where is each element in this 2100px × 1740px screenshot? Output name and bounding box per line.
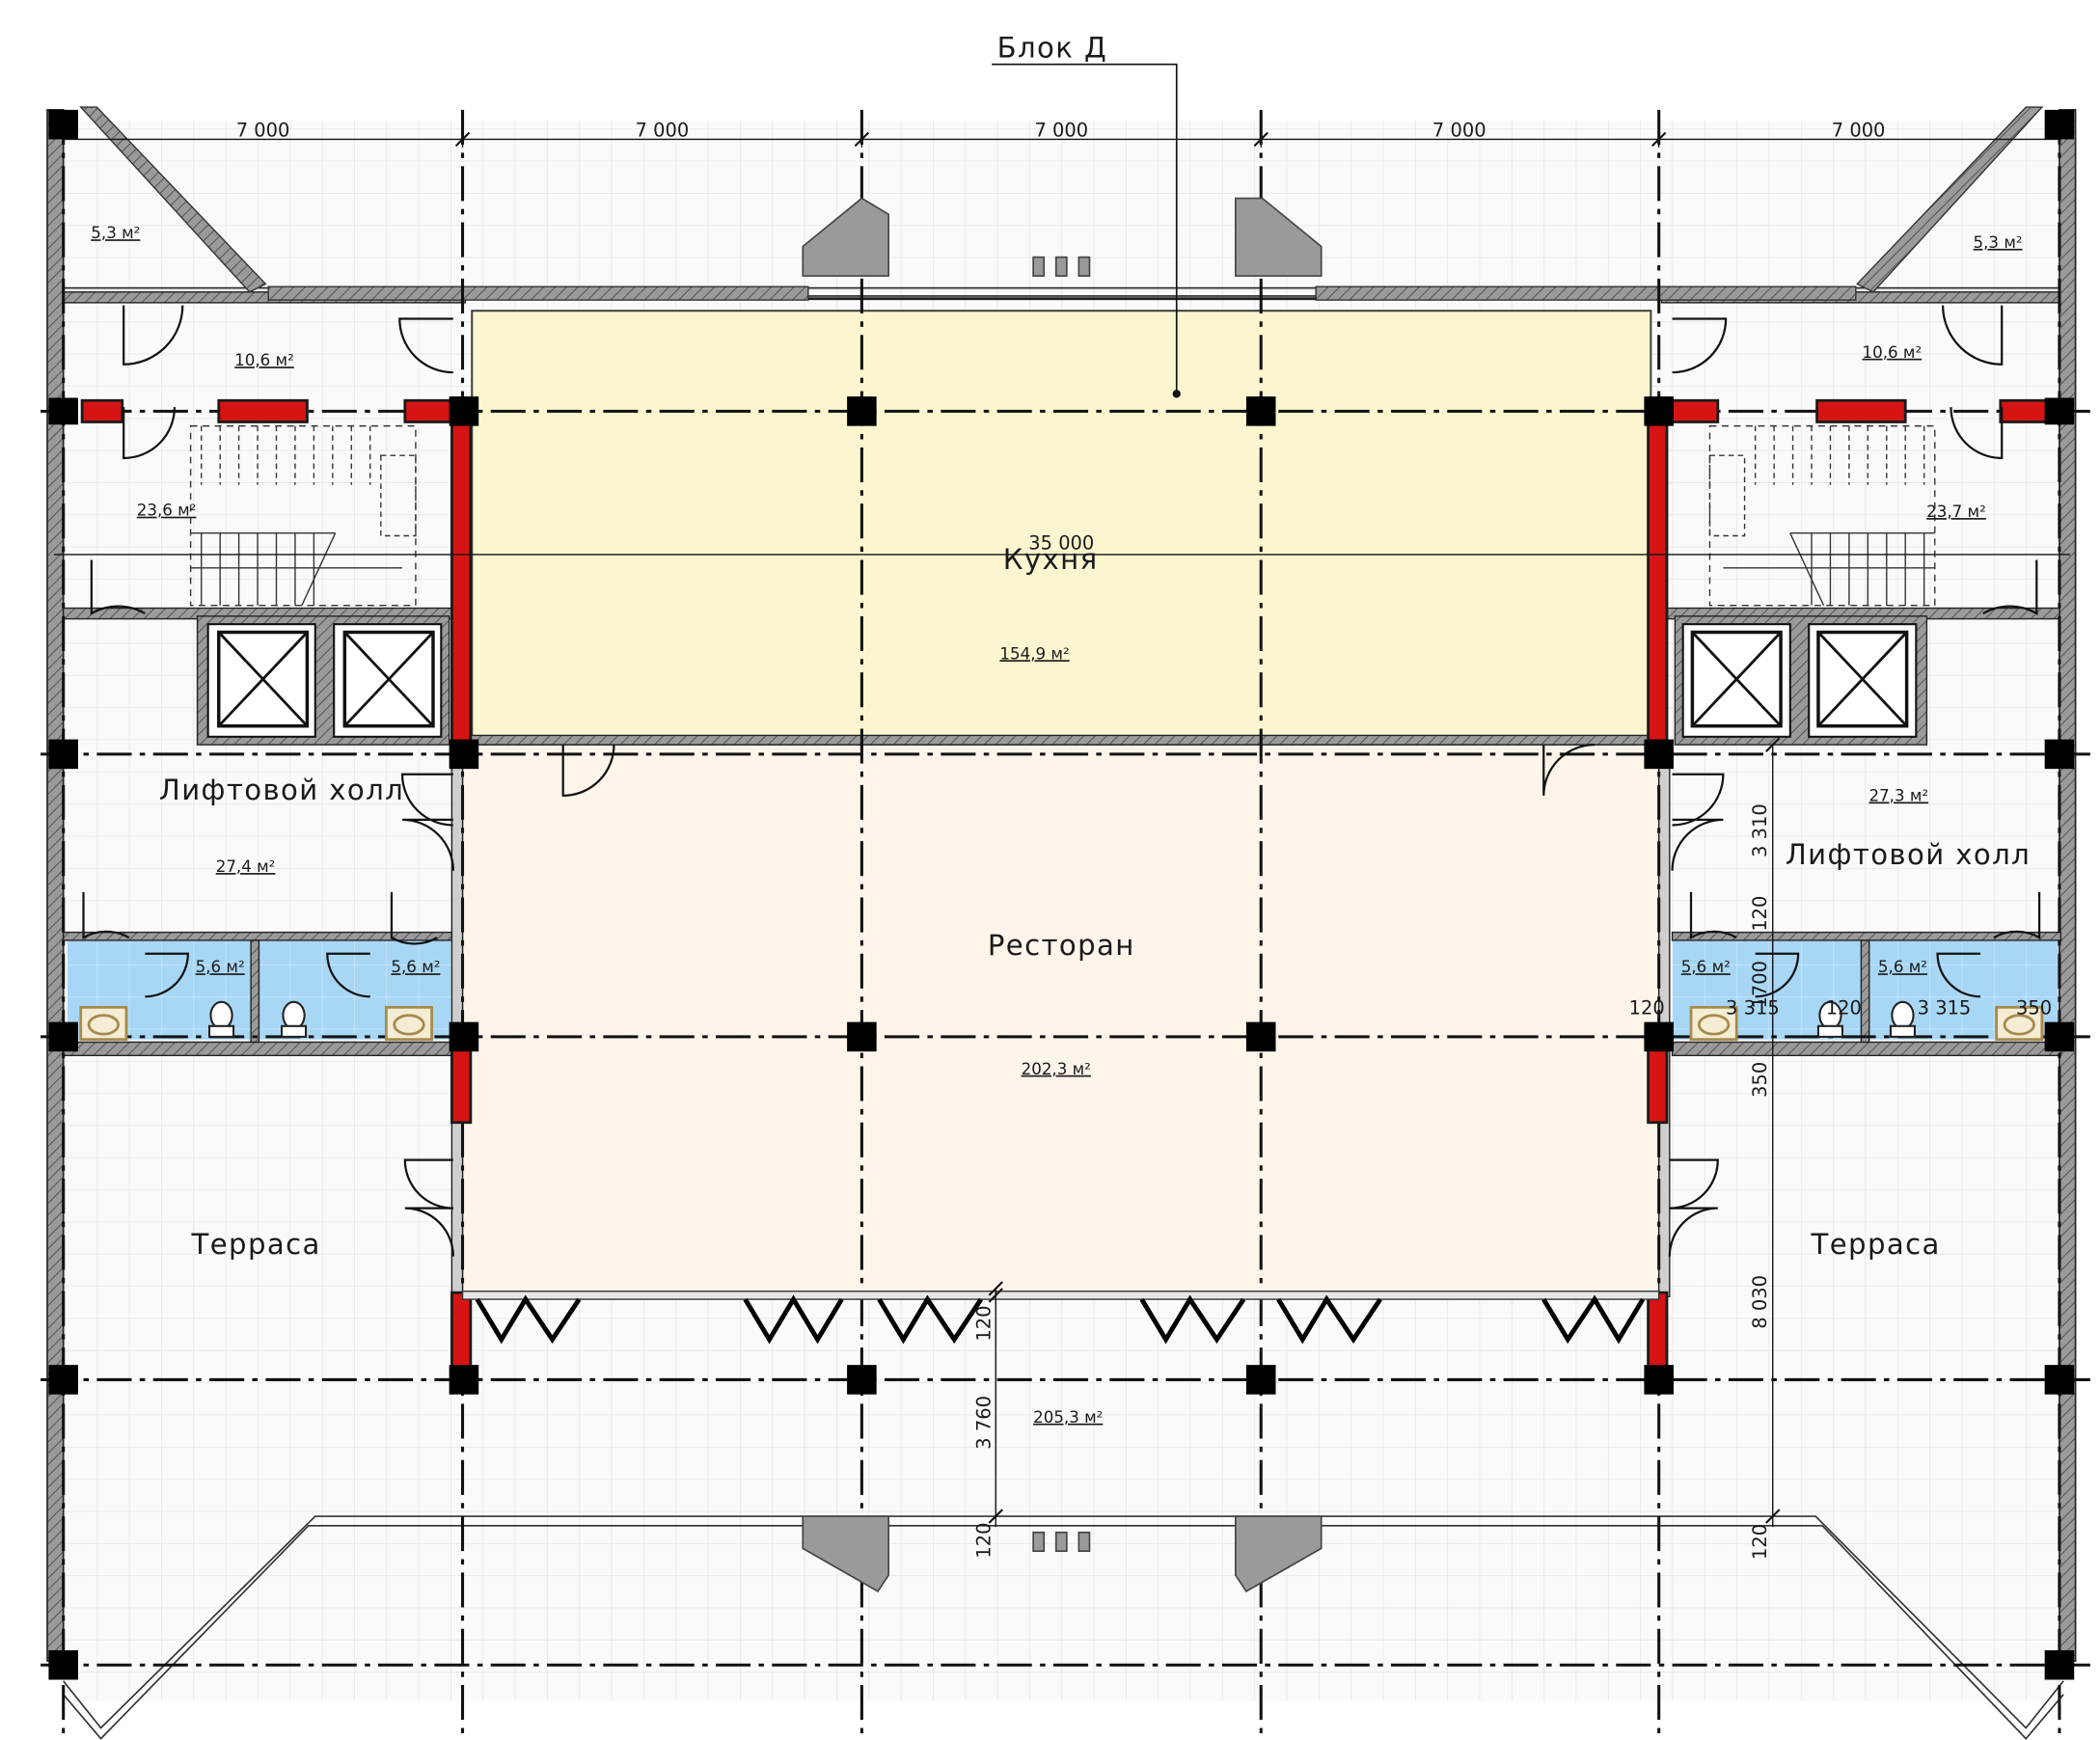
left-hall-name: Лифтовой холл [159,774,404,806]
right-wc-dim-1: 120 [1629,996,1665,1019]
terrace-parapet [63,1515,2064,1740]
elevator-icon [196,615,450,746]
sink-icon [384,1005,433,1042]
toilet-icon [1816,1000,1843,1038]
center-vdim-1: 120 [973,1306,995,1342]
toilet-icon [208,1000,235,1038]
right-corner-area: 5,3 м² [1974,233,2023,252]
columns [48,109,2075,1680]
sink-icon [1995,1005,2044,1042]
right-hall-area: 27,3 м² [1868,786,1928,804]
top-facade [63,285,2059,301]
left-terrace-name: Терраса [191,1228,321,1261]
right-terrace-name: Терраса [1811,1228,1941,1261]
right-dimension-line [1765,737,1781,1528]
corner-diagonals [79,106,2044,293]
doors [82,305,2041,1257]
elevator-icon [1674,615,1928,746]
vent-icons [802,197,1323,1592]
top-dim-4: 7 000 [1432,120,1486,142]
axis-grid [41,109,2090,1740]
right-wc-dim-3: 120 [1826,996,1862,1019]
overall-dimension: 35 000 [1028,531,1094,554]
right-stair-area: 23,7 м² [1926,503,1986,521]
left-corner-area: 5,3 м² [91,224,140,242]
toilet-icon [1889,1000,1916,1038]
sink-icon [79,1005,128,1042]
right-wc2-area: 5,6 м² [1878,958,1927,976]
left-wc1-area: 5,6 м² [196,958,245,976]
center-dimension-line [988,1281,1003,1528]
right-vdim-4: 350 [1749,1062,1771,1098]
right-vdim-6: 120 [1749,1524,1771,1560]
block-leader [992,63,1181,398]
right-wc-dim-4: 3 315 [1918,996,1972,1019]
right-wc1-area: 5,6 м² [1681,958,1731,976]
kitchen-area [471,310,1652,741]
right-vdim-5: 8 030 [1749,1275,1771,1329]
top-dimension-line [63,131,2059,148]
left-stair-area: 23,6 м² [137,502,197,520]
staircase-left [189,424,417,607]
top-dim-5: 7 000 [1832,120,1886,142]
left-corridor-area: 10,6 м² [234,351,294,369]
left-hall-area: 27,4 м² [216,857,276,876]
right-corridor-area: 10,6 м² [1863,343,1923,362]
sink-icon [1689,1005,1738,1042]
kitchen-area-label: 154,9 м² [999,644,1069,663]
kitchen-name: Кухня [1003,543,1099,576]
top-dim-2: 7 000 [636,120,690,142]
right-vdim-3: 1700 [1749,961,1771,1008]
restaurant-area-label: 202,3 м² [1022,1060,1091,1078]
left-wc2-area: 5,6 м² [391,958,440,976]
right-vdim-1: 3 310 [1749,803,1771,857]
restaurant-area [461,744,1660,1298]
top-dim-1: 7 000 [236,120,290,142]
center-vdim-3: 120 [973,1523,995,1559]
right-hall-name: Лифтовой холл [1786,838,2031,871]
block-label: Блок Д [997,32,1107,65]
folding-doors [461,1291,1660,1345]
right-wc-dim-2: 3 315 [1726,996,1780,1019]
right-wc-dim-5: 350 [2016,996,2052,1019]
right-vdim-2: 120 [1749,896,1771,932]
toilet-icon [281,1000,308,1038]
center-vdim-2: 3 760 [973,1396,995,1450]
elevator-shafts [196,615,1928,746]
top-dim-3: 7 000 [1034,120,1088,142]
front-terrace-area: 205,3 м² [1033,1408,1103,1427]
staircase-right [1708,424,1936,607]
restaurant-name: Ресторан [988,929,1135,962]
